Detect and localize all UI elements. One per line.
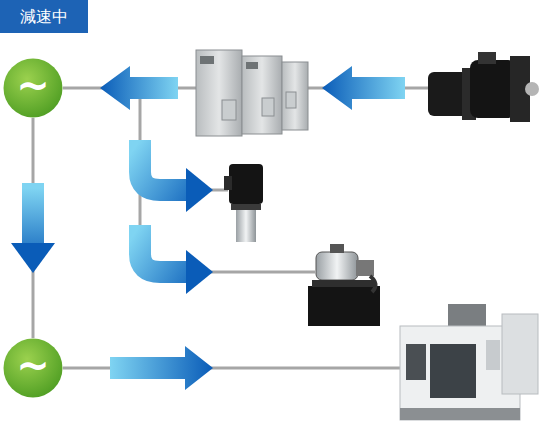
machining-center — [400, 304, 538, 420]
title-band: 減速中 — [0, 0, 88, 33]
ac-symbol-text: ~ — [3, 58, 63, 118]
flow-connector — [11, 118, 55, 338]
flow-arrow — [322, 66, 405, 110]
hydraulic-unit — [308, 244, 380, 326]
ac-power-circle: ~ — [3, 338, 63, 398]
flow-arrow — [100, 66, 178, 110]
flow-arrow-body — [22, 183, 44, 243]
flow-arrow — [140, 140, 188, 190]
flow-arrow-head — [186, 250, 213, 294]
coolant-pump — [224, 164, 263, 242]
ac-symbol-text: ~ — [3, 338, 63, 398]
flow-arrow — [110, 346, 213, 390]
flow-arrow — [140, 225, 188, 272]
ac-power-circle: ~ — [3, 58, 63, 118]
servo-amplifier — [196, 50, 308, 136]
arrow-head — [11, 243, 55, 273]
servo-motor — [428, 52, 539, 122]
flow-arrow-head — [186, 168, 213, 212]
